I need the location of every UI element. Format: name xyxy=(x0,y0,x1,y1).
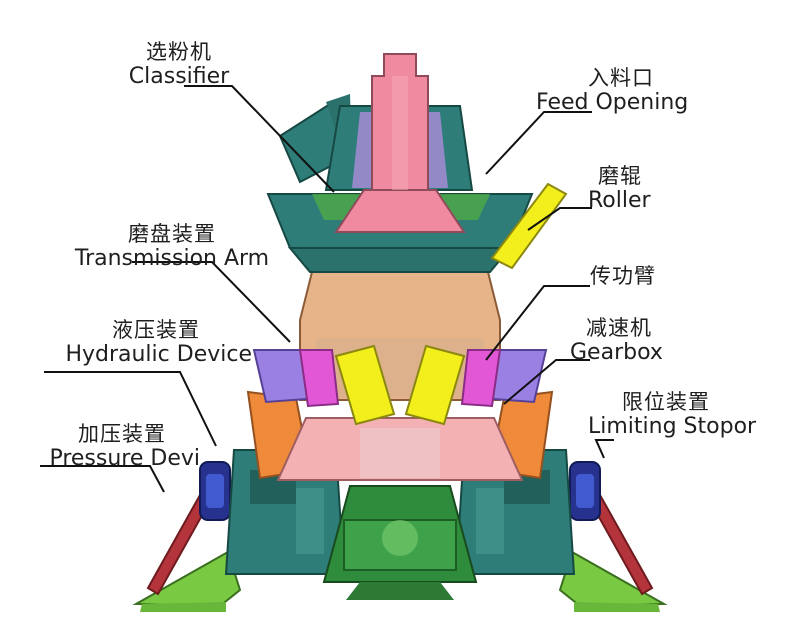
classifier-zh: 选粉机 xyxy=(146,40,212,64)
transmission-arm-en: Transmission Arm xyxy=(74,246,270,271)
leader-lines xyxy=(40,85,614,493)
feed-opening-shape xyxy=(490,182,568,270)
gearbox-body xyxy=(322,485,478,600)
swing-arm-callout: 传功臂 xyxy=(590,266,682,290)
magenta-arm-right xyxy=(460,349,502,408)
leader-hydraulic-device xyxy=(44,371,217,447)
leader-classifier xyxy=(184,85,335,193)
hydraulic-cylinder-right xyxy=(569,461,601,521)
swing-arm-zh: 传功臂 xyxy=(590,264,656,288)
classifier-shaft xyxy=(334,53,466,233)
roller-zh: 磨辊 xyxy=(598,164,642,188)
magenta-arm-left xyxy=(298,349,340,408)
hydraulic-device-en: Hydraulic Device xyxy=(65,342,252,367)
transmission-arm-zh: 磨盘装置 xyxy=(128,222,216,246)
hydraulic-cylinder-left xyxy=(199,461,231,521)
leader-swing-arm xyxy=(485,285,590,361)
grinding-roller-right xyxy=(404,344,466,426)
leader-transmission-arm xyxy=(132,261,291,343)
roller-callout: 磨辊 Roller xyxy=(588,166,698,212)
pressure-device-en: Pressure Devi xyxy=(49,446,200,471)
leader-gearbox xyxy=(503,359,590,405)
limiting-stopor-callout: 限位装置 Limiting Stopor xyxy=(588,392,788,438)
hydraulic-device-callout: 液压装置 Hydraulic Device xyxy=(40,320,252,366)
classifier-callout: 选粉机 Classifier xyxy=(116,42,242,88)
pressure-device-zh: 加压装置 xyxy=(78,422,166,446)
gearbox-en: Gearbox xyxy=(570,340,663,365)
gearbox-zh: 减速机 xyxy=(586,316,652,340)
limiting-stopor-zh: 限位装置 xyxy=(622,390,710,414)
feed-opening-callout: 入料口 Feed Opening xyxy=(536,68,726,114)
feed-opening-en: Feed Opening xyxy=(536,90,689,115)
leader-roller xyxy=(527,207,592,231)
grinding-roller-left xyxy=(334,344,396,426)
leader-pressure-device xyxy=(40,465,165,493)
feed-opening-zh: 入料口 xyxy=(588,66,654,90)
base-frame-left xyxy=(132,550,242,612)
gearbox-callout: 减速机 Gearbox xyxy=(570,318,688,364)
classifier-en: Classifier xyxy=(128,64,230,89)
grinding-table xyxy=(276,417,524,481)
hydraulic-device-zh: 液压装置 xyxy=(112,318,200,342)
pressure-device-callout: 加压装置 Pressure Devi xyxy=(26,424,200,470)
limiting-stopor-en: Limiting Stopor xyxy=(588,414,757,439)
transmission-arm-callout: 磨盘装置 Transmission Arm xyxy=(66,224,278,270)
leader-feed-opening xyxy=(485,111,592,175)
base-frame-right xyxy=(558,550,668,612)
leader-limiting-stopor xyxy=(594,439,614,459)
roller-en: Roller xyxy=(588,188,651,213)
